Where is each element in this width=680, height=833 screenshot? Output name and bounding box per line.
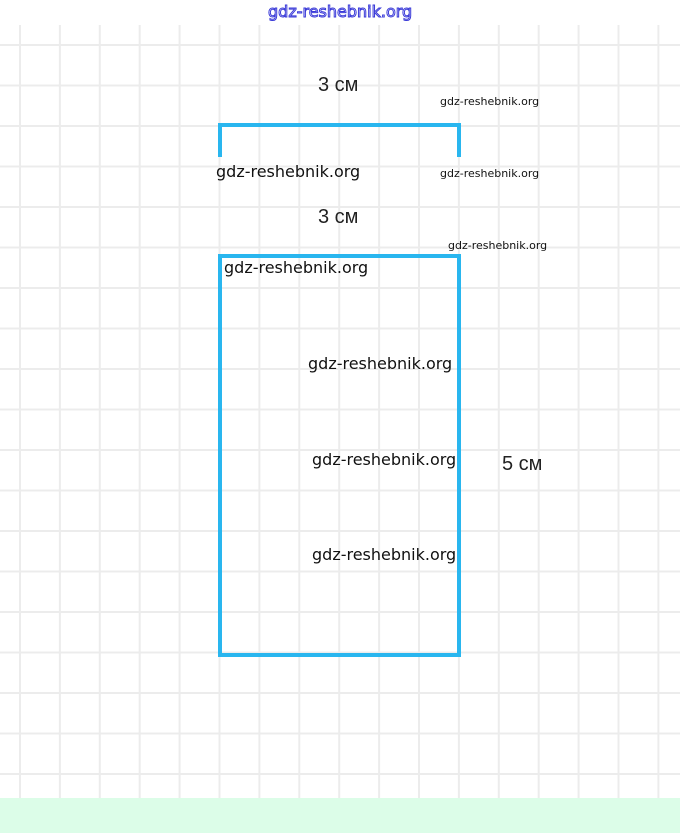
watermark: gdz-reshebnik.org: [440, 95, 540, 108]
segment-bracket: [218, 123, 461, 157]
rectangle-height-label: 5 см: [502, 453, 543, 475]
grid-lines: [0, 25, 680, 798]
segment-length-label: 3 см: [318, 74, 359, 96]
rectangle-width-label: 3 см: [318, 206, 359, 228]
watermark: gdz-reshebnik.org: [224, 258, 369, 277]
watermark: gdz-reshebnik.org: [308, 354, 453, 373]
watermark: gdz-reshebnik.org: [312, 545, 457, 564]
watermark: gdz-reshebnik.org: [216, 162, 361, 181]
bottom-band: [0, 798, 680, 833]
rectangle-figure: [218, 254, 461, 657]
header-watermark: gdz-reshebnik.org: [267, 2, 413, 22]
watermark: gdz-reshebnik.org: [448, 239, 548, 252]
watermark: gdz-reshebnik.org: [440, 167, 540, 180]
watermark: gdz-reshebnik.org: [312, 450, 457, 469]
